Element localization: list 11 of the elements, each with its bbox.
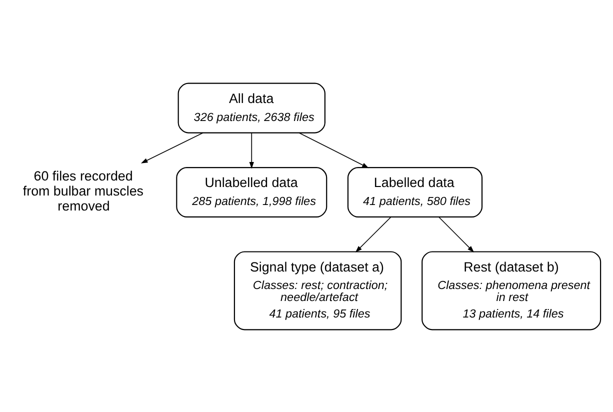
node-box: Labelled data 41 patients, 580 files bbox=[347, 166, 483, 218]
arrow bbox=[298, 132, 369, 168]
node-box: Signal type (dataset a) Classes: rest; contraction; needle/artefact 41 patients, 95 files bbox=[234, 250, 402, 330]
node-box: Rest (dataset b) Classes: phenomena present in rest 13 patients, 14 files bbox=[422, 250, 602, 330]
arrow bbox=[140, 132, 204, 163]
node-box: All data 326 patients, 2638 files bbox=[178, 82, 326, 133]
node-text: 60 files recorded from bulbar muscles removed bbox=[22, 168, 144, 214]
node-box: Unlabelled data 285 patients, 1,998 files bbox=[176, 166, 328, 218]
arrow bbox=[249, 132, 254, 168]
arrow bbox=[355, 216, 392, 252]
arrow bbox=[438, 216, 474, 252]
